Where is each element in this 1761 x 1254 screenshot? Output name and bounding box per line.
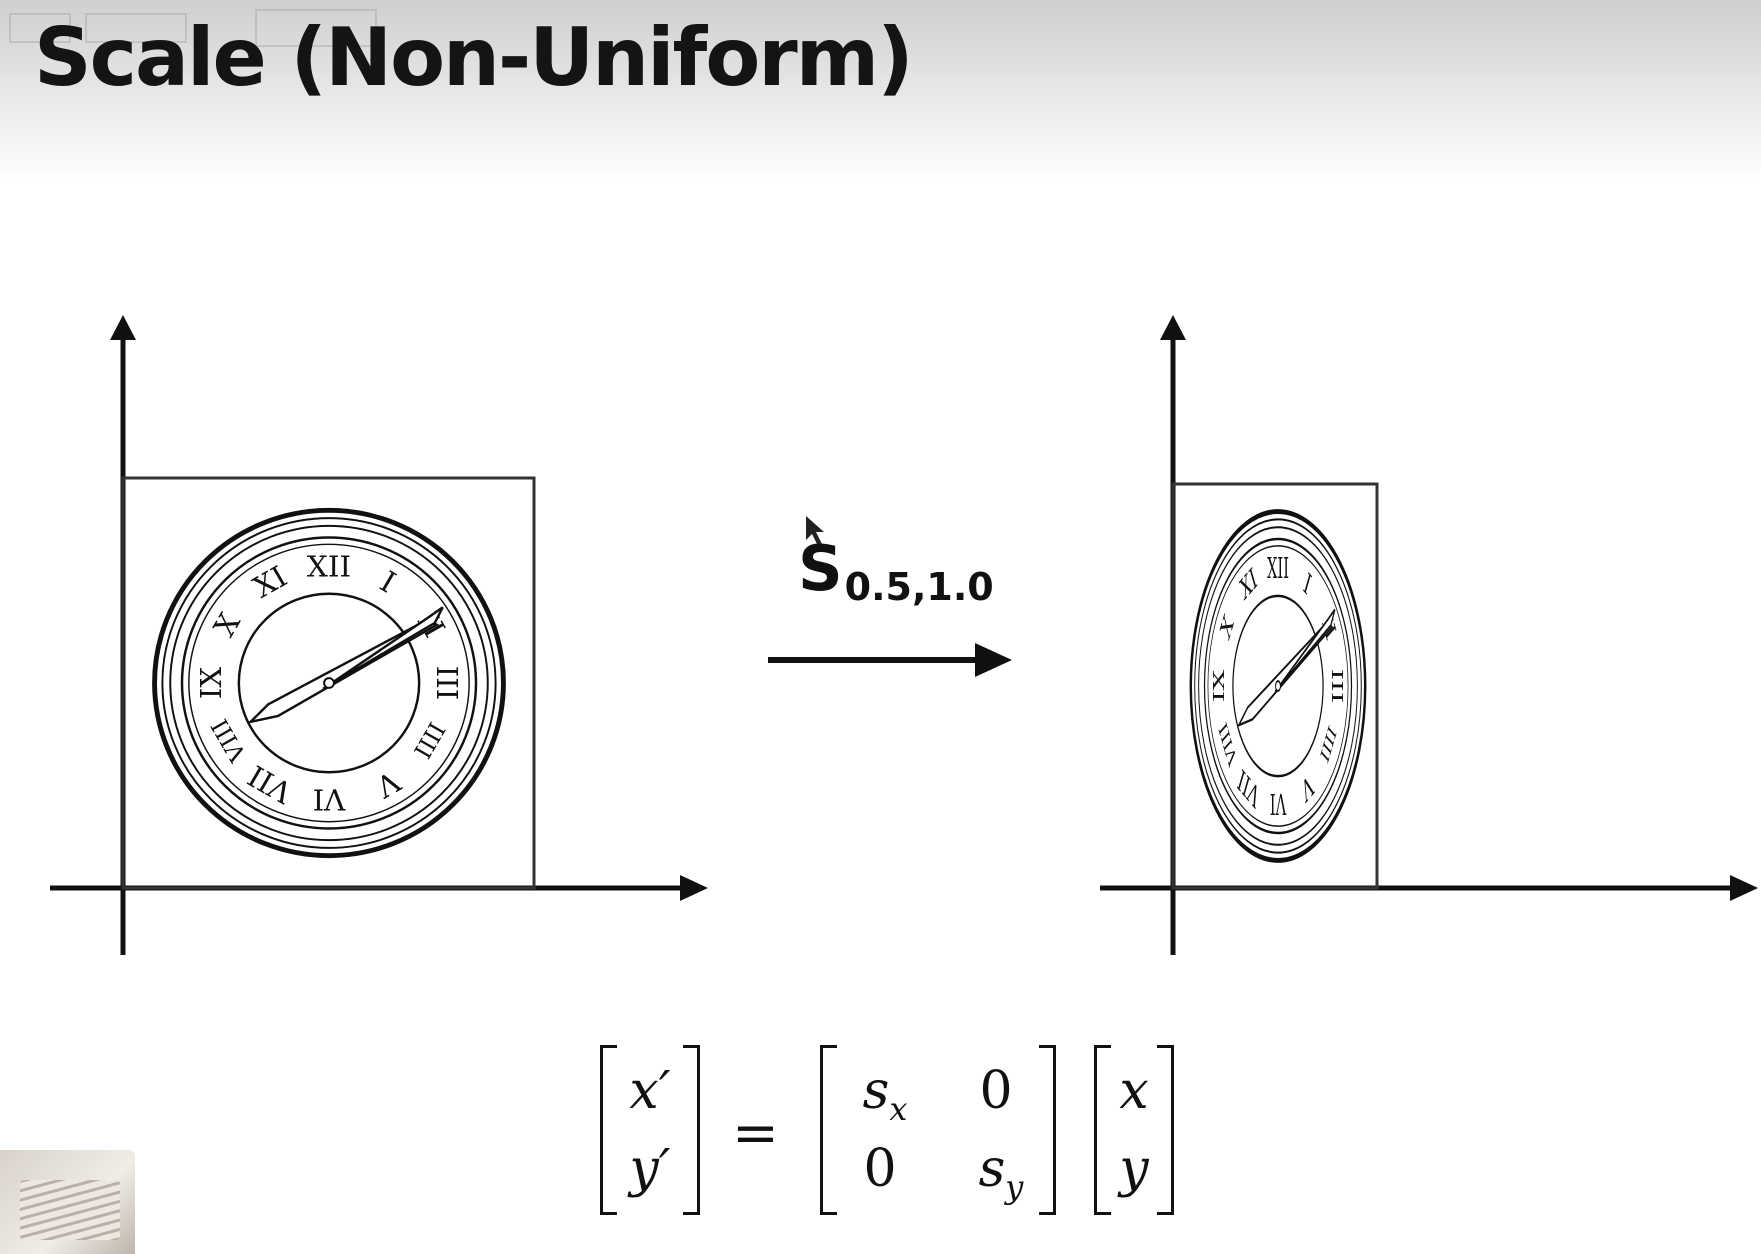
matrix-zero-top-right: 0 xyxy=(979,1061,1013,1121)
lhs-vector: x′ y′ xyxy=(600,1045,700,1215)
left-y-axis-arrow xyxy=(110,315,136,340)
transform-arrow xyxy=(768,516,1012,677)
scaled-figure xyxy=(1100,315,1758,955)
rhs-x: x xyxy=(1119,1061,1149,1121)
scale-operator-label: S0.5,1.0 xyxy=(798,532,994,609)
rhs-vector: x y xyxy=(1094,1045,1174,1215)
scale-operator-symbol: S xyxy=(798,532,843,605)
watermark-logo xyxy=(9,9,377,47)
lhs-x-prime: x′ xyxy=(629,1061,671,1121)
mouse-cursor-icon xyxy=(806,516,824,546)
left-clock xyxy=(155,510,504,855)
slide-header xyxy=(0,0,1761,180)
right-y-axis-arrow xyxy=(1160,315,1186,340)
presenter-video-thumbnail xyxy=(0,1150,135,1254)
slide-title: Scale (Non-Uniform) xyxy=(34,11,914,104)
matrix-zero-bottom-left: 0 xyxy=(863,1139,897,1199)
left-x-axis-arrow xyxy=(680,875,708,901)
rhs-y: y xyxy=(1119,1139,1149,1199)
matrix-sx: sx xyxy=(862,1061,908,1128)
original-figure xyxy=(50,315,708,955)
right-clock xyxy=(1191,512,1365,861)
scale-matrix: sx 0 0 sy xyxy=(820,1045,1056,1215)
right-x-axis-arrow xyxy=(1730,875,1758,901)
right-bounding-box xyxy=(1171,482,1379,890)
equals-sign: = xyxy=(732,1101,779,1166)
matrix-sy: sy xyxy=(978,1139,1024,1206)
left-bounding-box xyxy=(121,476,536,890)
lhs-y-prime: y′ xyxy=(629,1139,671,1199)
scale-operator-subscript: 0.5,1.0 xyxy=(844,565,994,609)
vent-image xyxy=(20,1180,120,1240)
